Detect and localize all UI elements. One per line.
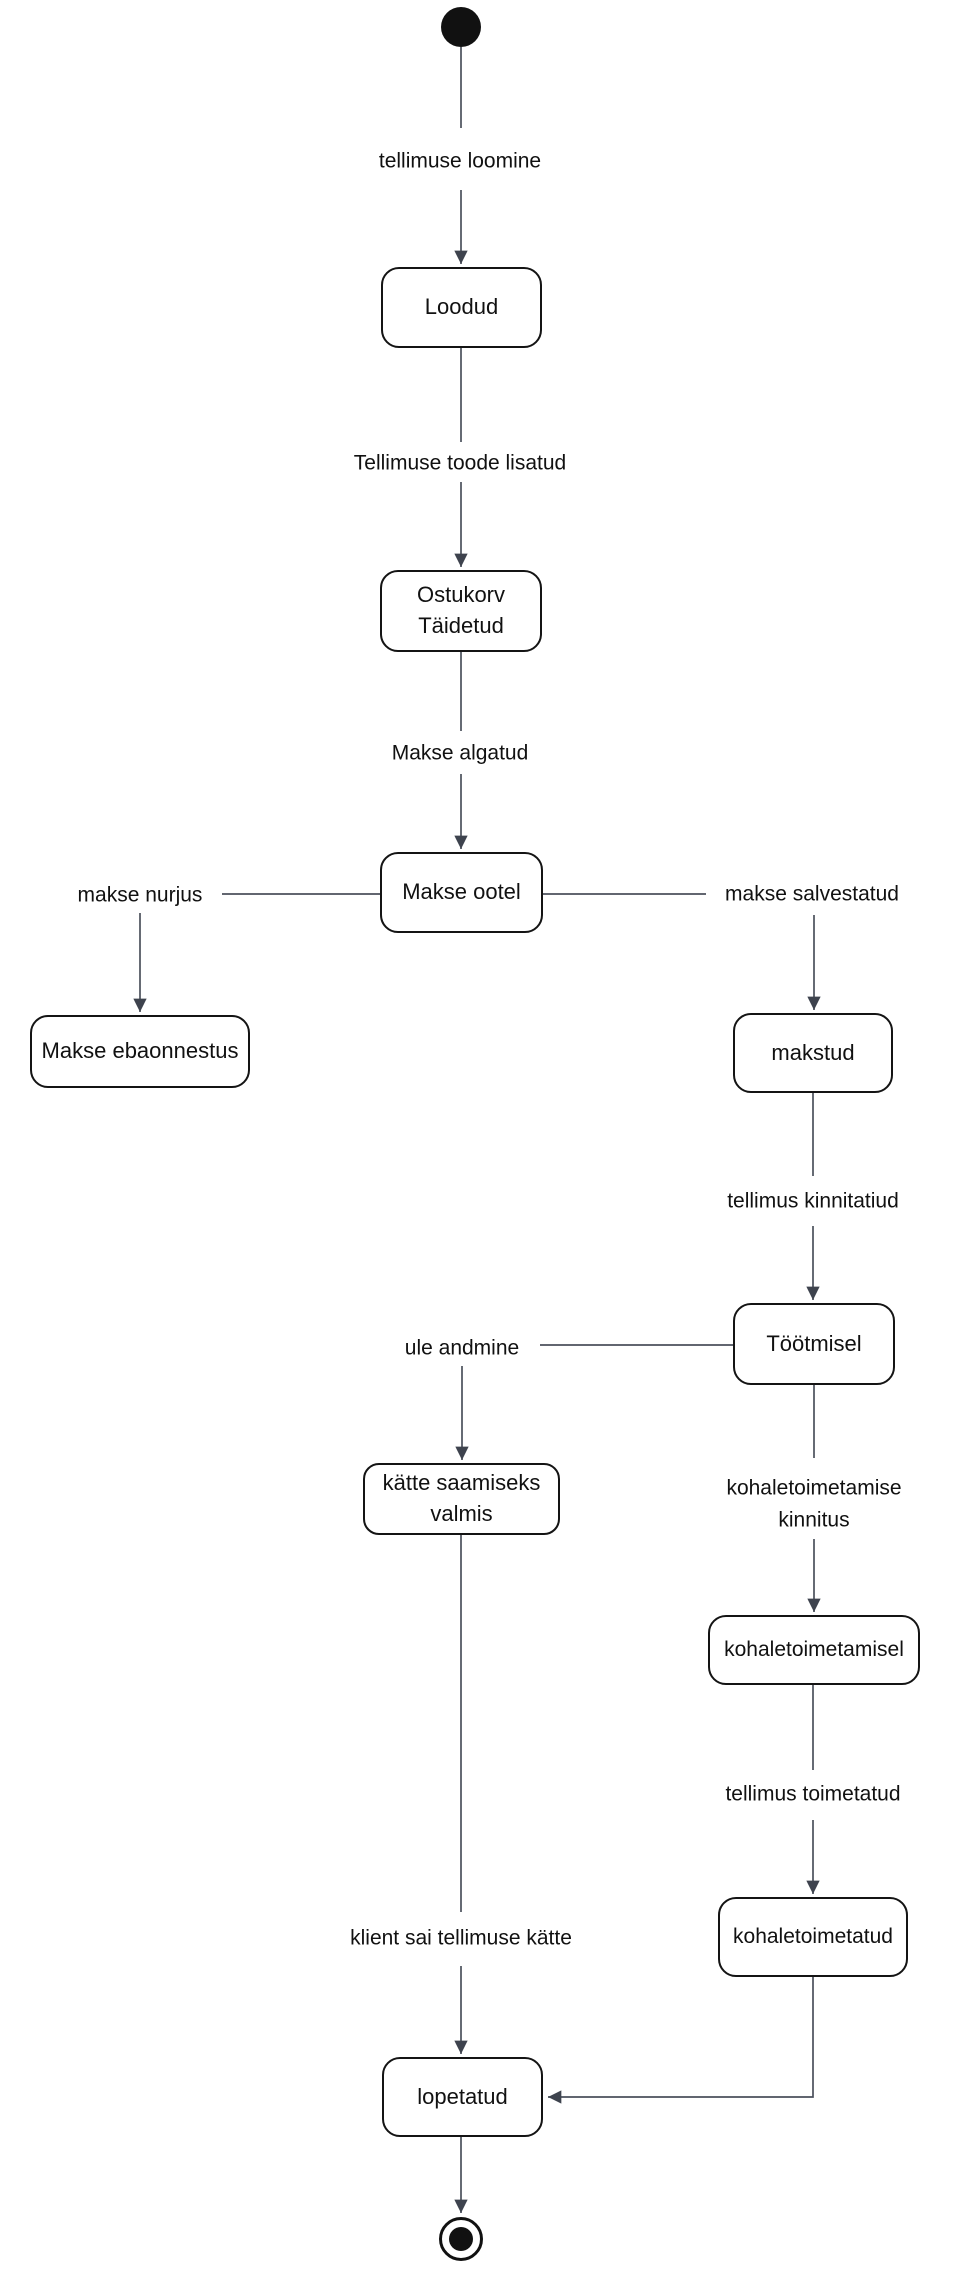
edge-label-tellimus-kinnitatiud: tellimus kinnitatiud (727, 1185, 899, 1217)
edge-label-tellimuse-loomine: tellimuse loomine (378, 145, 542, 177)
final-state-node (439, 2217, 483, 2261)
edge-label-makse-nurjus: makse nurjus (77, 879, 203, 911)
edge-label-ule-andmine: ule andmine (404, 1332, 520, 1364)
edge-label-makse-algatud: Makse algatud (391, 737, 529, 769)
edge-label-tellimus-toimetatud: tellimus toimetatud (725, 1778, 901, 1810)
state-ostukorv-taidetud: Ostukorv Täidetud (380, 570, 542, 652)
state-tootmisel: Töötmisel (733, 1303, 895, 1385)
state-makse-ootel: Makse ootel (380, 852, 543, 933)
connector-kohaletoimetatud-to-lopetatud (548, 1977, 814, 2104)
state-kohaletoimetatud: kohaletoimetatud (718, 1897, 908, 1977)
final-state-dot (449, 2227, 473, 2251)
edge-label-kohaletoimetamise-kinnitus: kohaletoimetamise kinnitus (706, 1472, 922, 1536)
initial-state-node (441, 7, 481, 47)
state-katte-saamiseks-valmis: kätte saamiseks valmis (363, 1463, 560, 1535)
edge-label-klient-sai-tellimuse-katte: klient sai tellimuse kätte (350, 1922, 572, 1954)
state-kohaletoimetamisel: kohaletoimetamisel (708, 1615, 920, 1685)
state-loodud: Loodud (381, 267, 542, 348)
state-makstud: makstud (733, 1013, 893, 1093)
edge-label-tellimuse-toode-lisatud: Tellimuse toode lisatud (353, 447, 567, 479)
state-lopetatud: lopetatud (382, 2057, 543, 2137)
state-makse-ebaonnestus: Makse ebaonnestus (30, 1015, 250, 1088)
edge-label-makse-salvestatud: makse salvestatud (725, 878, 899, 910)
